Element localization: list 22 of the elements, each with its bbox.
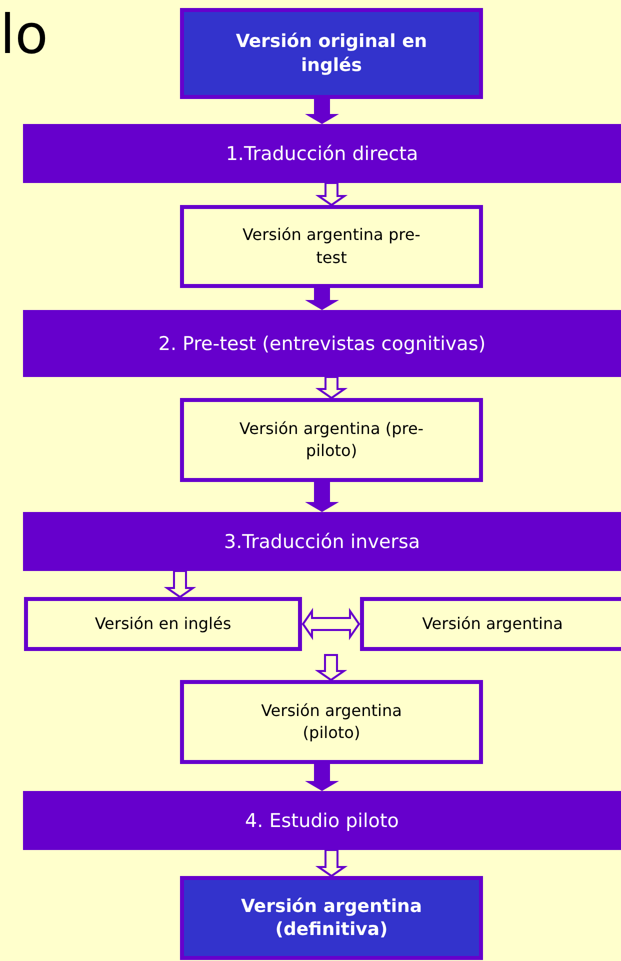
title: lo: [0, 8, 48, 62]
double-arrow: [302, 608, 360, 640]
step-band: 1.Traducción directa: [23, 124, 621, 183]
end-box: Versión argentina (definitiva): [180, 876, 483, 960]
process-box: Versión argentina pre-test: [180, 205, 483, 288]
arrow: [315, 182, 348, 206]
arrow: [315, 376, 348, 400]
arrow: [314, 654, 348, 682]
arrow: [164, 570, 196, 598]
arrow: [305, 482, 339, 512]
process-box: Versión argentina (piloto): [180, 680, 483, 764]
process-box: Versión argentina (pre-piloto): [180, 398, 483, 482]
step-band: 4. Estudio piloto: [23, 791, 621, 850]
arrow: [315, 849, 348, 878]
step-band: 3.Traducción inversa: [23, 512, 621, 571]
step-band: 2. Pre-test (entrevistas cognitivas): [23, 310, 621, 377]
start-box: Versión original en inglés: [180, 8, 483, 99]
arrow: [305, 764, 339, 791]
arrow: [305, 288, 339, 310]
process-box: Versión argentina: [360, 597, 621, 651]
arrow: [305, 99, 339, 124]
process-box: Versión en inglés: [24, 597, 302, 651]
